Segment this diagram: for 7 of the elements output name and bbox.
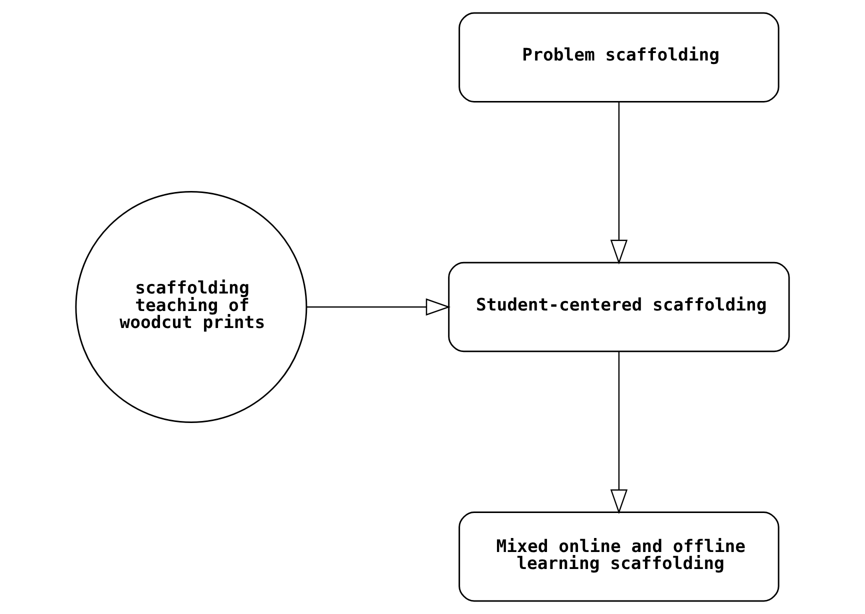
arrow <box>306 298 451 316</box>
arrow <box>610 102 628 264</box>
node-box: Student-centered scaffolding <box>448 262 790 352</box>
arrow <box>610 352 628 514</box>
node-box: Mixed online and offline learning scaffolding <box>458 512 780 602</box>
node-circle: scaffolding teaching of woodcut prints <box>75 191 308 423</box>
node-box: Problem scaffolding <box>458 12 780 102</box>
